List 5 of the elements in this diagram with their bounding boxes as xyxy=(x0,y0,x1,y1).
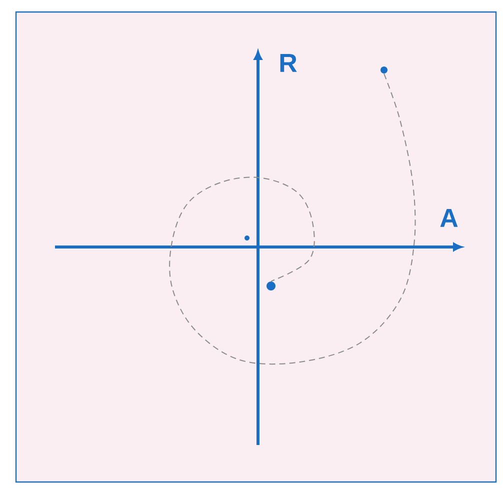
dot xyxy=(266,281,276,290)
spiral-path xyxy=(169,73,416,365)
axis-label: R xyxy=(280,54,297,72)
axis-label: A xyxy=(440,209,458,227)
dot xyxy=(380,66,388,74)
